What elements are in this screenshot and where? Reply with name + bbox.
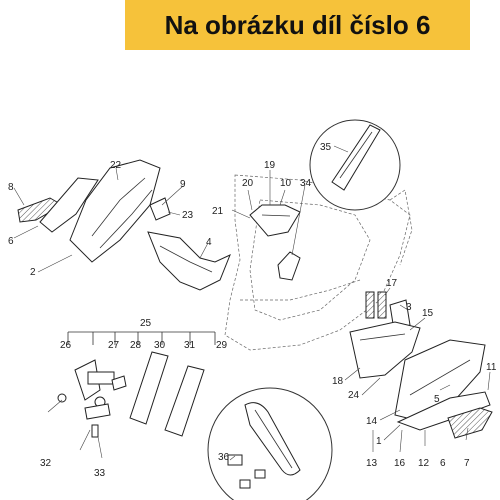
label-31: 31 xyxy=(184,340,196,351)
left-cover-group xyxy=(17,159,161,263)
front-cover-group xyxy=(147,197,231,291)
detail-circle-35 xyxy=(309,119,401,211)
label-22: 22 xyxy=(110,160,122,171)
label-9: 9 xyxy=(180,179,186,190)
label-7: 7 xyxy=(464,458,470,469)
label-28: 28 xyxy=(130,340,142,351)
label-29: 29 xyxy=(216,340,228,351)
label-36: 36 xyxy=(218,452,230,463)
bottom-left-group xyxy=(57,331,216,438)
label-2: 2 xyxy=(30,267,36,278)
scooter-frame xyxy=(224,174,413,351)
label-26: 26 xyxy=(60,340,72,351)
label-32: 32 xyxy=(40,458,52,469)
title-banner: Na obrázku díl číslo 6 xyxy=(125,0,470,50)
label-6: 6 xyxy=(8,236,14,247)
label-16: 16 xyxy=(394,458,406,469)
label-18: 18 xyxy=(332,376,344,387)
label-15: 15 xyxy=(422,308,434,319)
label-4: 4 xyxy=(206,237,212,248)
side-panel-group xyxy=(394,339,491,431)
label-3: 3 xyxy=(406,302,412,313)
label-13: 13 xyxy=(366,458,378,469)
center-bracket-group xyxy=(249,204,301,237)
floor-panel-group xyxy=(349,321,421,379)
footboard-7 xyxy=(447,407,493,439)
label-35: 35 xyxy=(320,142,332,153)
detail-circle-36 xyxy=(207,387,333,500)
label-19: 19 xyxy=(264,160,276,171)
banner-title: Na obrázku díl číslo 6 xyxy=(164,9,431,40)
label-5: 5 xyxy=(434,394,440,405)
label-1: 1 xyxy=(376,436,382,447)
label-25: 25 xyxy=(140,318,152,329)
bracket-34 xyxy=(277,251,301,281)
label-17: 17 xyxy=(386,278,398,289)
label-24: 24 xyxy=(348,390,360,401)
leader-lines xyxy=(13,145,491,461)
label-12: 12 xyxy=(418,458,430,469)
label-10: 10 xyxy=(280,178,292,189)
label-33: 33 xyxy=(94,468,106,479)
label-30: 30 xyxy=(154,340,166,351)
label-14: 14 xyxy=(366,416,378,427)
label-11: 11 xyxy=(486,362,497,373)
part-labels: 8 6 2 22 9 23 4 20 19 10 21 34 35 17 3 1… xyxy=(8,142,497,479)
label-6-bottom: 6 xyxy=(440,458,446,469)
label-21: 21 xyxy=(212,206,224,217)
label-8: 8 xyxy=(8,182,14,193)
label-27: 27 xyxy=(108,340,120,351)
label-20: 20 xyxy=(242,178,254,189)
label-34: 34 xyxy=(300,178,312,189)
label-23: 23 xyxy=(182,210,194,221)
